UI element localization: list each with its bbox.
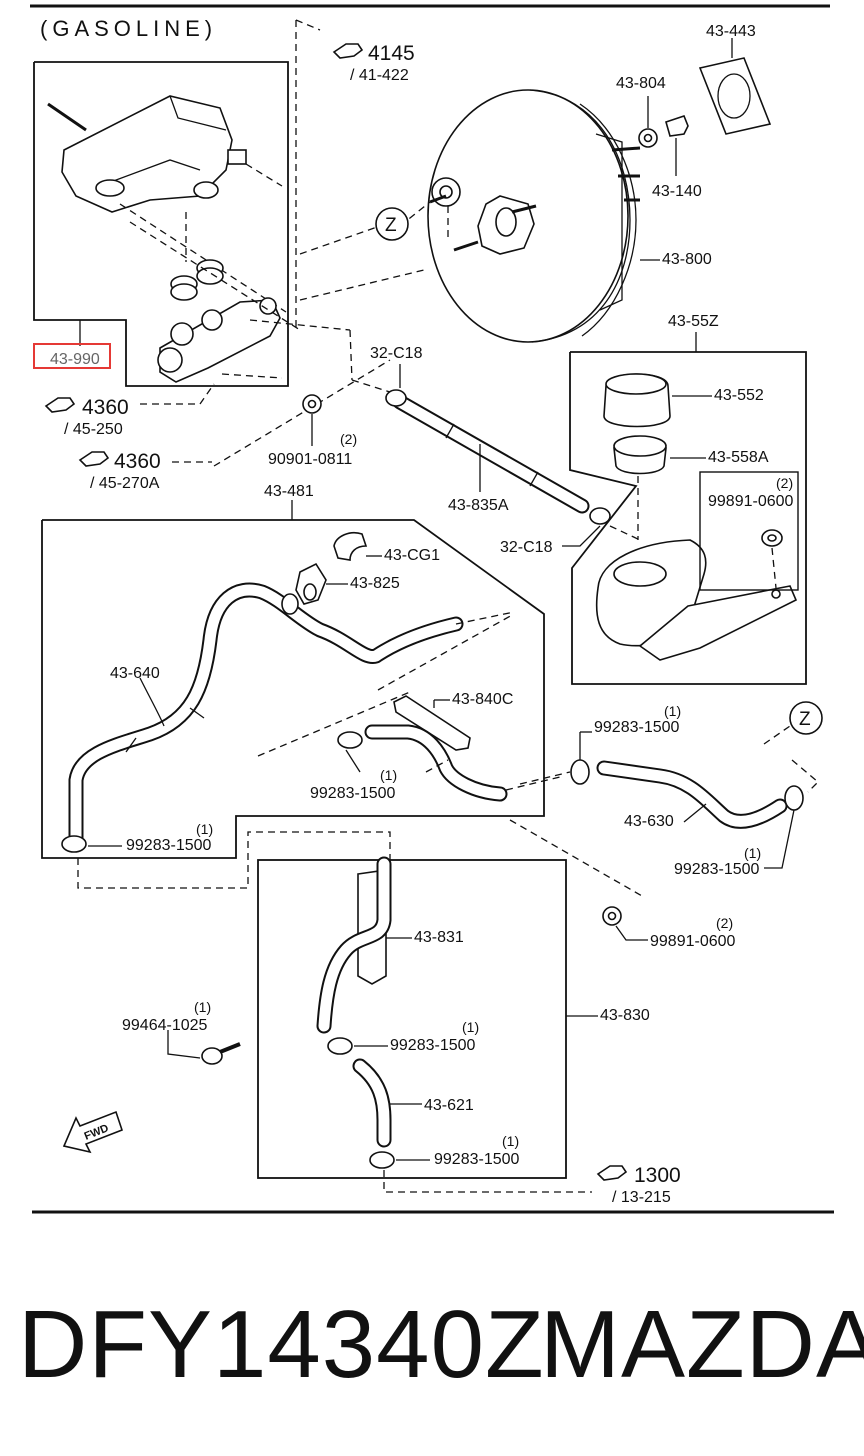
ref-4360-a[interactable]: 4360 / 45-250	[44, 383, 215, 438]
label-43-825[interactable]: 43-825	[350, 575, 400, 592]
reservoir-bracket-shape	[638, 585, 798, 661]
footer-part-number: DFY14340Z	[18, 1291, 545, 1398]
ref-4145-number: 4145	[368, 42, 415, 65]
label-99283-1500-d[interactable]: 99283-1500	[674, 861, 760, 878]
qty-99283-c: (1)	[664, 703, 681, 719]
qty-99283-a: (1)	[196, 821, 213, 837]
label-99891-0600-a[interactable]: 99891-0600	[708, 493, 794, 510]
label-43-831[interactable]: 43-831	[414, 929, 464, 946]
booster-fittings-group: 43-804 43-140 43-443	[616, 23, 772, 200]
nut-90901: (2) 90901-0811	[268, 394, 357, 468]
reservoir-group: 43-55Z 43-552 43-558A (2) 99891-0600	[569, 313, 807, 685]
ref-4360-a-page: / 45-250	[64, 421, 123, 438]
label-32-c18-a[interactable]: 32-C18	[370, 345, 423, 362]
label-99283-1500-b[interactable]: 99283-1500	[310, 785, 396, 802]
diagram-title: (GASOLINE)	[40, 16, 217, 41]
ref-hand-icon	[78, 451, 110, 467]
ref-1300[interactable]: 1300 / 13-215	[596, 1164, 681, 1206]
z-marker-label: Z	[385, 215, 397, 236]
qty-99891-a: (2)	[776, 475, 793, 491]
qty-99891-b: (2)	[716, 915, 733, 931]
qty-99283-f: (1)	[462, 1019, 479, 1035]
gasket-shape	[698, 57, 772, 135]
qty-99283-g: (1)	[502, 1133, 519, 1149]
master-cylinder-group: 43-990	[33, 61, 289, 387]
label-43-481[interactable]: 43-481	[264, 483, 314, 500]
label-99464-1025[interactable]: 99464-1025	[122, 1017, 208, 1034]
label-43-cg1[interactable]: 43-CG1	[384, 547, 440, 564]
vacuum-hose-group: 32-C18 43-835A 32-C18	[370, 345, 641, 556]
fwd-arrow-icon	[62, 1110, 123, 1154]
ref-hand-icon	[596, 1165, 628, 1181]
label-43-140[interactable]: 43-140	[652, 183, 702, 200]
label-43-621[interactable]: 43-621	[424, 1097, 474, 1114]
clamp-shape	[570, 759, 590, 785]
label-99283-1500-f[interactable]: 99283-1500	[390, 1037, 476, 1054]
label-99283-1500-a[interactable]: 99283-1500	[126, 837, 212, 854]
label-32-c18-b[interactable]: 32-C18	[500, 539, 553, 556]
label-43-630[interactable]: 43-630	[624, 813, 674, 830]
reservoir-frame	[569, 351, 807, 685]
ref-1300-page: / 13-215	[612, 1189, 671, 1206]
z-marker-circle	[375, 207, 409, 241]
label-43-990[interactable]: 43-990	[50, 351, 100, 368]
label-43-830[interactable]: 43-830	[600, 1007, 650, 1024]
bolt-99464: (1) 99464-1025	[122, 999, 241, 1065]
label-99283-1500-g[interactable]: 99283-1500	[434, 1151, 520, 1168]
ref-hand-icon	[44, 397, 76, 413]
qty-99283-b: (1)	[380, 767, 397, 783]
z-marker-label-2: Z	[799, 709, 811, 730]
fwd-arrow: FWD	[62, 1110, 123, 1154]
hose-43-630-group: (1) 99283-1500 43-630 (1) 99283-1500	[519, 703, 819, 878]
ref-4360-b-page: / 45-270A	[90, 475, 160, 492]
label-43-804[interactable]: 43-804	[616, 75, 666, 92]
label-43-55z[interactable]: 43-55Z	[668, 313, 719, 330]
ref-hand-icon	[332, 43, 364, 59]
master-cylinder-frame	[33, 61, 289, 387]
hose-group-frame	[41, 519, 545, 859]
label-90901-0811[interactable]: 90901-0811	[268, 451, 352, 468]
clamp-shape	[327, 1037, 353, 1055]
ref-1300-number: 1300	[634, 1164, 681, 1187]
label-43-552[interactable]: 43-552	[714, 387, 764, 404]
clip-shape	[333, 531, 368, 561]
label-43-558a[interactable]: 43-558A	[708, 449, 769, 466]
ref-4360-b-number: 4360	[114, 450, 161, 473]
bolt-shape	[47, 102, 87, 132]
label-43-640[interactable]: 43-640	[110, 665, 160, 682]
ref-4360-b[interactable]: 4360 / 45-270A	[78, 450, 212, 492]
ref-4145-page: / 41-422	[350, 67, 409, 84]
part-highlight-box	[33, 343, 111, 369]
z-marker-circle-2	[789, 701, 823, 735]
pipe-group-43-830: 43-830 43-831 (1) 99283-1500 43-621 (1) …	[257, 856, 650, 1193]
pipe-group-frame	[257, 859, 567, 1179]
brake-booster-group: 43-800	[129, 19, 712, 467]
label-99283-1500-c[interactable]: 99283-1500	[594, 719, 680, 736]
qty-99464: (1)	[194, 999, 211, 1015]
nut-99891-b: (2) 99891-0600	[602, 906, 736, 950]
clamp-shape	[385, 389, 407, 407]
bracket-shape	[665, 115, 689, 137]
clamp-shape	[61, 835, 87, 853]
label-43-835a[interactable]: 43-835A	[448, 497, 509, 514]
label-99891-0600-b[interactable]: 99891-0600	[650, 933, 736, 950]
ref-4145[interactable]: 4145 / 41-422	[332, 42, 415, 84]
qty-99283-d: (1)	[744, 845, 761, 861]
qty-90901: (2)	[340, 431, 357, 447]
footer-brand: MAZDA	[540, 1291, 864, 1398]
bracket-shape-2	[393, 695, 471, 751]
hose-group-43-481: 43-481 43-CG1 43-825 43-640 (1) 99283-15…	[41, 483, 565, 859]
label-43-800[interactable]: 43-800	[662, 251, 712, 268]
label-43-443[interactable]: 43-443	[706, 23, 756, 40]
ref-4360-a-number: 4360	[82, 396, 129, 419]
label-43-840c[interactable]: 43-840C	[452, 691, 513, 708]
